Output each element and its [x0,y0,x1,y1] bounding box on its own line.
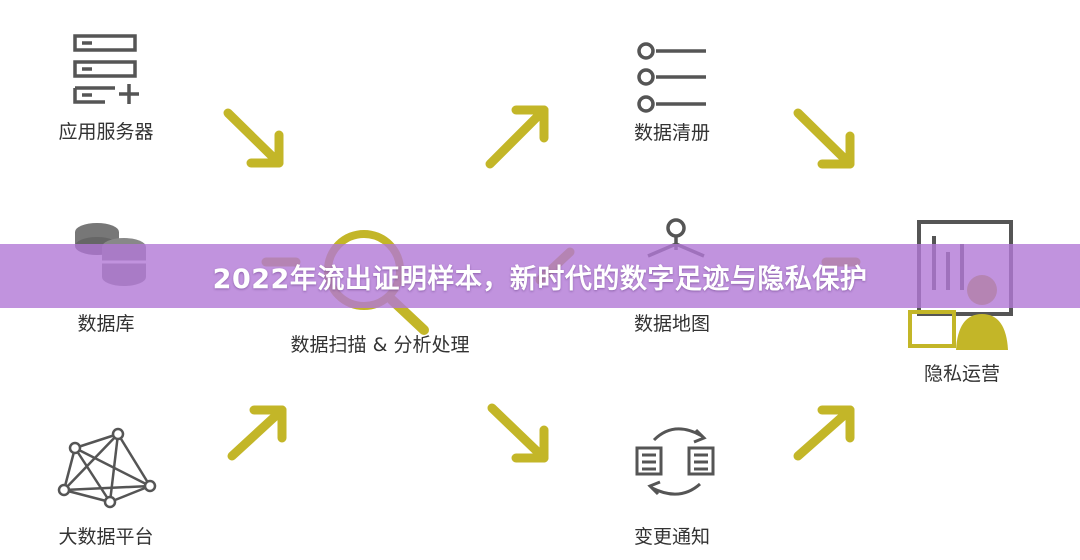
arrow-down-right [223,108,284,168]
label-data-catalog: 数据清册 [633,122,711,144]
arrow-up-right [793,405,855,461]
label-database: 数据库 [77,313,135,335]
label-data-map: 数据地图 [633,313,711,335]
label-big-data-platform: 大数据平台 [58,526,154,548]
server-icon [73,34,139,104]
arrow-up-right [485,105,549,169]
label-change-notification: 变更通知 [633,526,711,548]
sync-icon [635,427,715,496]
label-privacy-operations: 隐私运营 [923,363,1001,385]
title-banner: 2022年流出证明样本，新时代的数字足迹与隐私保护 [0,244,1080,308]
arrow-up-right [227,405,287,461]
banner-title: 2022年流出证明样本，新时代的数字足迹与隐私保护 [212,263,868,295]
arrow-down-right [487,403,549,463]
label-scan-analysis: 数据扫描 & 分析处理 [290,334,470,356]
list-icon [637,42,706,113]
label-app-server: 应用服务器 [58,121,154,143]
arrow-down-right [793,108,855,169]
network-icon [57,427,157,509]
